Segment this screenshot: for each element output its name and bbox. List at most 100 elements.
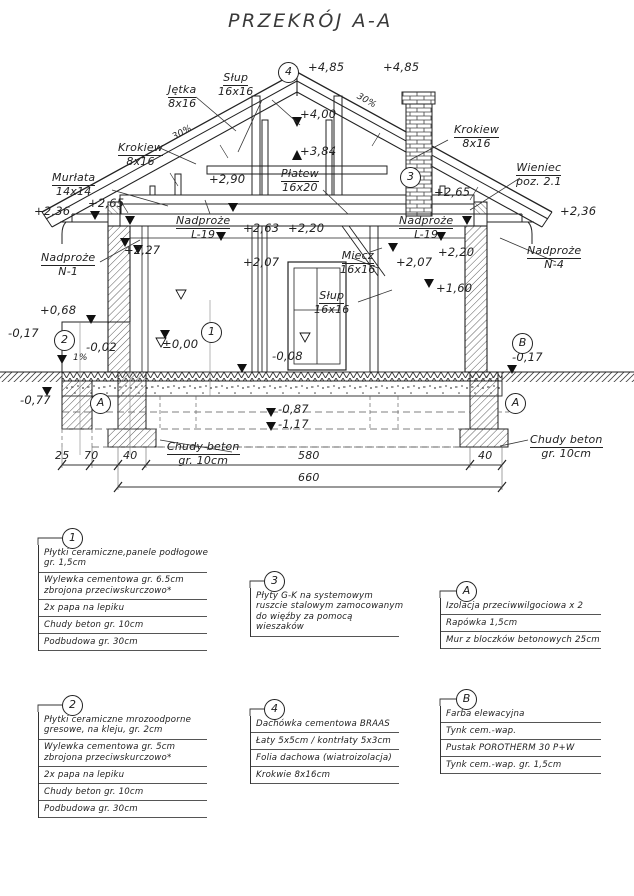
annotation-nadproze-l19-right: Nadproże L-19	[399, 214, 454, 241]
level-terrace: +0,68	[40, 303, 77, 317]
member-label-murlata: Murłata 14x14	[52, 171, 96, 198]
dimension-40-left: 40	[123, 449, 138, 462]
marker-2[interactable]: 2	[54, 330, 75, 351]
level-collar: +4,00	[300, 107, 337, 121]
legend-row-line: Chudy beton gr. 10cm	[44, 786, 144, 797]
legend-row: Mur z bloczków betonowych 25cm	[441, 632, 601, 649]
legend-row: 2x papa na lepiku	[39, 600, 207, 617]
legend-row-line: gr. 1,5cm	[44, 558, 87, 568]
legend-row: Rapówka 1,5cm	[441, 615, 601, 632]
legend-row-line: Wylewka cementowa gr. 6.5cm	[44, 575, 184, 585]
legend-row-line: Rapówka 1,5cm	[446, 617, 518, 628]
legend-marker-1[interactable]: 1	[62, 528, 83, 549]
legend-row-line: Izolacja przeciwwilgociowa x 2	[446, 600, 584, 611]
legend-row-line: 2x papa na lepiku	[44, 769, 125, 780]
legend-row-line: Mur z bloczków betonowych 25cm	[446, 634, 600, 645]
legend-row: Dachówka cementowa BRAAS	[251, 716, 399, 733]
marker-4[interactable]: 4	[278, 62, 299, 83]
member-label-krokiew-left: Krokiew 8x16	[118, 141, 164, 168]
level-terrace-step: -0,02	[86, 340, 117, 354]
legend-row-line: Tynk cem.-wap.	[446, 725, 517, 736]
dimension-40-right: 40	[478, 449, 493, 462]
member-label-miecz: Miecz 16x16	[340, 249, 376, 276]
legend-row-line: Chudy beton gr. 10cm	[44, 619, 144, 630]
legend-row-line: 2x papa na lepiku	[44, 602, 125, 613]
member-label-jetka: Jętka 8x16	[168, 83, 197, 110]
legend-row: Pustak POROTHERM 30 P+W	[441, 740, 601, 757]
legend-row-line: Płytki ceramiczne,panele podłogowe	[44, 547, 209, 558]
legend-row: Tynk cem.-wap. gr. 1,5cm	[441, 757, 601, 774]
level-ground-zero: ±0,00	[162, 337, 199, 351]
legend-row-line: Pustak POROTHERM 30 P+W	[446, 742, 575, 753]
legend-row-line: Farba elewacyjna	[446, 708, 525, 719]
legend-row-line: Płytki ceramiczne mrozoodporne	[44, 714, 192, 725]
member-size-miecz: 16x16	[340, 262, 376, 276]
marker-3[interactable]: 3	[400, 167, 421, 188]
level-wall-top-right: +2,65	[434, 185, 471, 199]
level-door-head-mid: +2,20	[288, 221, 325, 235]
member-size-jetka: 8x16	[168, 96, 197, 110]
legend-row: Chudy beton gr. 10cm	[39, 784, 207, 801]
legend-row-line: Dachówka cementowa BRAAS	[256, 718, 390, 729]
dimension-total-660: 660	[298, 471, 320, 484]
level-floor-inner: -0,08	[272, 349, 303, 363]
legend-marker-2[interactable]: 2	[62, 695, 83, 716]
level-found-bottom: -1,17	[278, 417, 309, 431]
member-size-platew: 16x20	[282, 180, 318, 194]
level-attic-floor: +2,90	[209, 172, 246, 186]
nadproze-code-n4: N-4	[544, 257, 565, 271]
legend-row-line: ruszcie stalowym zamocowanym	[256, 601, 404, 611]
level-lintel-mid-high: +2,63	[243, 221, 280, 235]
member-label-krokiew-right: Krokiew 8x16	[454, 123, 500, 150]
legend-row: 2x papa na lepiku	[39, 767, 207, 784]
legend-row-line: Folia dachowa (wiatroizolacja)	[256, 752, 392, 763]
legend-row-line: do więźby za pomocą	[256, 611, 353, 622]
chudy-beton-thickness-right: gr. 10cm	[541, 446, 592, 460]
level-eave-left: +2,36	[34, 204, 71, 218]
legend-marker-a[interactable]: A	[456, 581, 477, 602]
level-grade-left: -0,17	[8, 326, 39, 340]
legend-row-line: Płyty G-K na systemowym	[256, 590, 373, 601]
legend-row: Farba elewacyjna	[441, 706, 601, 723]
legend-row-line: Wylewka cementowa gr. 5cm	[44, 742, 176, 752]
legend-marker-3[interactable]: 3	[264, 571, 285, 592]
legend-marker-4[interactable]: 4	[264, 699, 285, 720]
legend-row: Krokwie 8x16cm	[251, 767, 399, 784]
member-size-slup-lower: 16x16	[314, 302, 350, 316]
member-size-slup-attic: 16x16	[218, 84, 254, 98]
legend-row-line: Krokwie 8x16cm	[256, 769, 331, 780]
legend-row-line: wieszaków	[256, 622, 305, 632]
legend-row: Chudy beton gr. 10cm	[39, 617, 207, 634]
annotation-nadproze-n1: Nadproże N-1	[41, 251, 96, 278]
annotation-chudy-beton-right: Chudy beton gr. 10cm	[530, 433, 603, 460]
level-found-top: -0,87	[278, 402, 309, 416]
marker-a-right[interactable]: A	[505, 393, 526, 414]
marker-a-left[interactable]: A	[90, 393, 111, 414]
legend-row-line: zbrojona przeciwskurczowo*	[44, 585, 172, 596]
marker-1[interactable]: 1	[201, 322, 222, 343]
marker-b-right[interactable]: B	[512, 333, 533, 354]
legend-row-line: gresowe, na kleju, gr. 2cm	[44, 725, 163, 735]
nadproze-code-l19-left: L-19	[191, 227, 216, 241]
legend-marker-b[interactable]: B	[456, 689, 477, 710]
level-door-head-right: +2,20	[438, 245, 475, 259]
level-platew-top: +3,84	[300, 144, 337, 158]
annotation-nadproze-l19-left: Nadproże L-19	[176, 214, 231, 241]
legend-row-line: Tynk cem.-wap. gr. 1,5cm	[446, 759, 562, 770]
dimension-25: 25	[55, 449, 70, 462]
member-label-slup-attic: Słup 16x16	[218, 71, 254, 98]
legend-row: Folia dachowa (wiatroizolacja)	[251, 750, 399, 767]
level-window-head-right: +2,07	[396, 255, 433, 269]
